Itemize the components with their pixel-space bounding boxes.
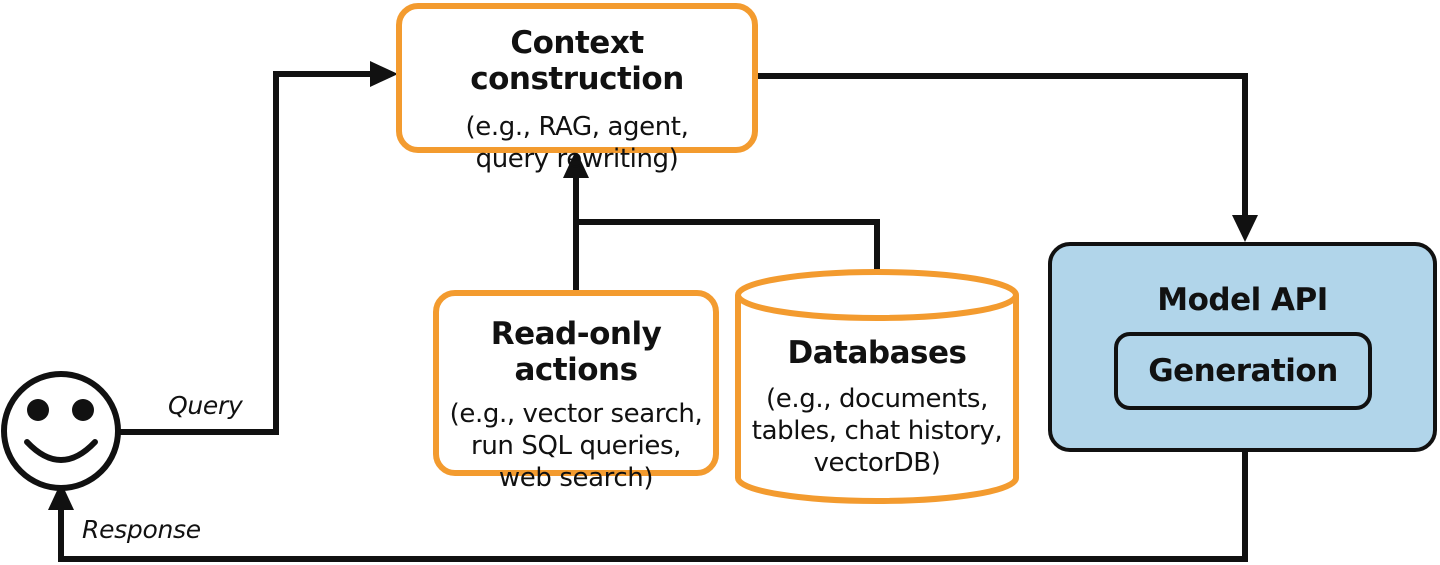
query-arrowhead	[370, 61, 398, 87]
generation-box: Generation	[1114, 332, 1372, 410]
query-connector	[118, 71, 372, 435]
databases-example-line-1: (e.g., documents,	[766, 384, 988, 414]
context-to-model-connector	[758, 73, 1248, 218]
read-only-actions-example-line-2: run SQL queries,	[471, 431, 681, 461]
model-input-arrowhead	[1232, 215, 1258, 242]
generation-label: Generation	[1148, 353, 1338, 389]
response-arrowhead	[48, 482, 74, 510]
context-construction-example-line-1: (e.g., RAG, agent,	[465, 112, 689, 142]
databases-example-line-2: tables, chat history,	[751, 416, 1003, 446]
databases-node: Databases (e.g., documents, tables, chat…	[738, 335, 1016, 479]
context-construction-box: Context construction (e.g., RAG, agent, …	[396, 3, 758, 174]
databases-example-line-3: vectorDB)	[813, 448, 941, 478]
context-construction-title: Context construction	[470, 25, 684, 97]
query-label: Query	[168, 391, 243, 420]
response-connector	[58, 452, 1248, 562]
database-cylinder	[735, 269, 1019, 504]
databases-title: Databases	[787, 335, 967, 371]
user-icon	[1, 371, 121, 491]
read-only-actions-example-line-3: web search)	[498, 463, 654, 493]
read-only-actions-title: Read-only actions	[490, 316, 662, 388]
retrieval-connector	[573, 176, 880, 292]
model-api-title: Model API	[1157, 282, 1328, 318]
retrieval-arrowhead	[563, 150, 589, 178]
context-construction-example-line-2: query rewriting)	[475, 144, 679, 174]
read-only-actions-example-line-1: (e.g., vector search,	[449, 399, 703, 429]
read-only-actions-box: Read-only actions (e.g., vector search, …	[433, 290, 719, 493]
response-label: Response	[82, 515, 201, 544]
